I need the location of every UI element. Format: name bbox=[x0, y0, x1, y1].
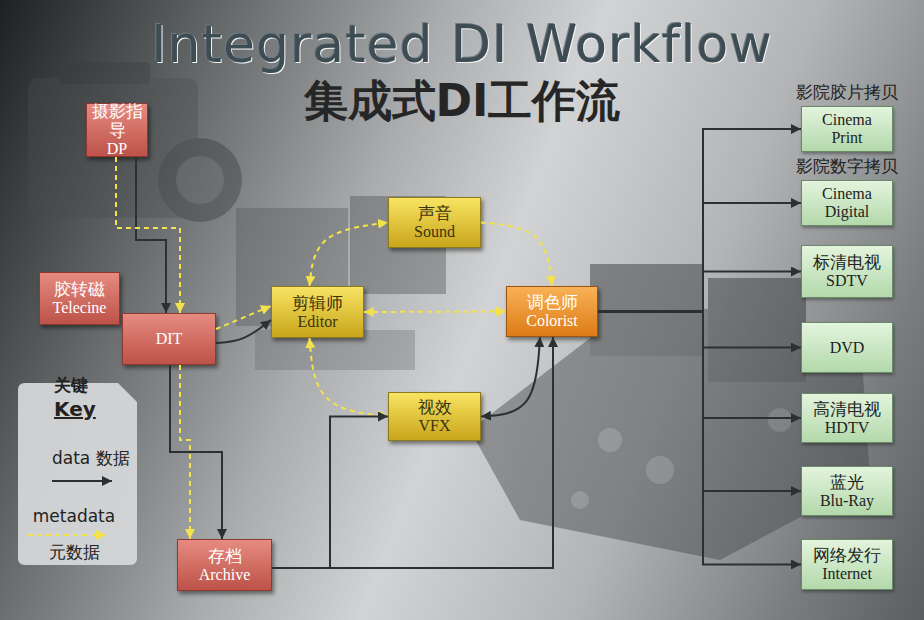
box-text: 摄影指导 bbox=[87, 102, 147, 140]
data-arrow bbox=[598, 272, 801, 312]
data-arrow bbox=[481, 337, 540, 417]
box-text: Telecine bbox=[53, 299, 107, 317]
metadata-arrow bbox=[116, 157, 180, 313]
output-box: 蓝光Blu-Ray bbox=[801, 466, 893, 516]
box-text: DP bbox=[107, 140, 127, 158]
box-text: Blu-Ray bbox=[820, 492, 874, 510]
data-arrow bbox=[598, 312, 801, 348]
subtitle: 集成式DI工作流 bbox=[0, 72, 924, 131]
metadata-arrow bbox=[481, 223, 552, 287]
legend-text: metadata 元数据 bbox=[24, 498, 124, 570]
output-box: 高清电视HDTV bbox=[801, 393, 893, 443]
data-arrow bbox=[598, 312, 801, 419]
output-box: DVD bbox=[801, 322, 893, 373]
box-text: Colorist bbox=[526, 312, 578, 330]
metadata-arrow bbox=[310, 223, 389, 287]
process-box: DIT bbox=[122, 313, 216, 365]
output-box: 网络发行Internet bbox=[801, 539, 893, 590]
process-box: 视效VFX bbox=[388, 392, 481, 441]
box-text: Cinema Print bbox=[814, 111, 880, 147]
box-text: 标清电视 bbox=[813, 253, 881, 272]
box-text: VFX bbox=[418, 417, 450, 435]
legend-text: data 数据 bbox=[52, 447, 130, 470]
box-text: 声音 bbox=[418, 204, 452, 223]
box-text: 胶转磁 bbox=[54, 280, 105, 299]
data-arrow bbox=[598, 312, 801, 565]
box-text: Cinema Digital bbox=[814, 185, 880, 221]
camera-illustration bbox=[28, 62, 242, 222]
data-arrow bbox=[136, 157, 166, 313]
output-box: 影院胶片拷贝Cinema Print bbox=[801, 106, 893, 152]
metadata-arrow bbox=[180, 365, 190, 539]
box-text: 存档 bbox=[208, 547, 242, 566]
data-arrow bbox=[170, 365, 222, 539]
data-arrow bbox=[216, 320, 271, 343]
box-text: Internet bbox=[822, 565, 872, 583]
data-arrow bbox=[598, 129, 801, 312]
process-box: 声音Sound bbox=[388, 197, 481, 248]
box-text: Sound bbox=[414, 223, 455, 241]
data-sample bbox=[52, 480, 112, 482]
box-text: SDTV bbox=[826, 272, 868, 290]
diagram-title: Integrated DI Workflow bbox=[0, 14, 924, 74]
metadata-arrow bbox=[216, 306, 271, 329]
box-text: 调色师 bbox=[527, 293, 578, 312]
metadata-arrow bbox=[310, 338, 389, 417]
metadata-arrow bbox=[364, 311, 506, 314]
box-text: 视效 bbox=[418, 398, 452, 417]
key-heading: Key bbox=[54, 397, 96, 421]
data-arrow bbox=[598, 312, 801, 492]
box-text: DIT bbox=[156, 330, 183, 348]
box-text: DVD bbox=[830, 339, 865, 357]
process-box: 存档Archive bbox=[177, 539, 272, 591]
key-heading: 关键 bbox=[54, 374, 88, 397]
box-text: Archive bbox=[199, 566, 251, 584]
process-box: 胶转磁Telecine bbox=[39, 272, 120, 325]
box-text: 剪辑师 bbox=[292, 294, 343, 313]
box-heading: 影院数字拷贝 bbox=[796, 157, 898, 176]
box-text: 蓝光 bbox=[830, 473, 864, 492]
box-text: Editor bbox=[298, 313, 338, 331]
output-box: 标清电视SDTV bbox=[801, 245, 893, 298]
box-text: HDTV bbox=[825, 419, 869, 437]
metadata-sample bbox=[28, 534, 106, 536]
process-box: 调色师Colorist bbox=[506, 286, 598, 337]
process-box: 剪辑师Editor bbox=[271, 286, 364, 338]
box-heading: 影院胶片拷贝 bbox=[796, 83, 898, 102]
data-arrow bbox=[598, 203, 801, 312]
box-text: 高清电视 bbox=[813, 400, 881, 419]
output-box: 影院数字拷贝Cinema Digital bbox=[801, 180, 893, 226]
box-text: 网络发行 bbox=[813, 546, 881, 565]
key-panel bbox=[18, 383, 137, 565]
data-arrow bbox=[272, 337, 553, 568]
data-arrow bbox=[272, 417, 388, 569]
process-box: 摄影指导DP bbox=[86, 103, 148, 157]
